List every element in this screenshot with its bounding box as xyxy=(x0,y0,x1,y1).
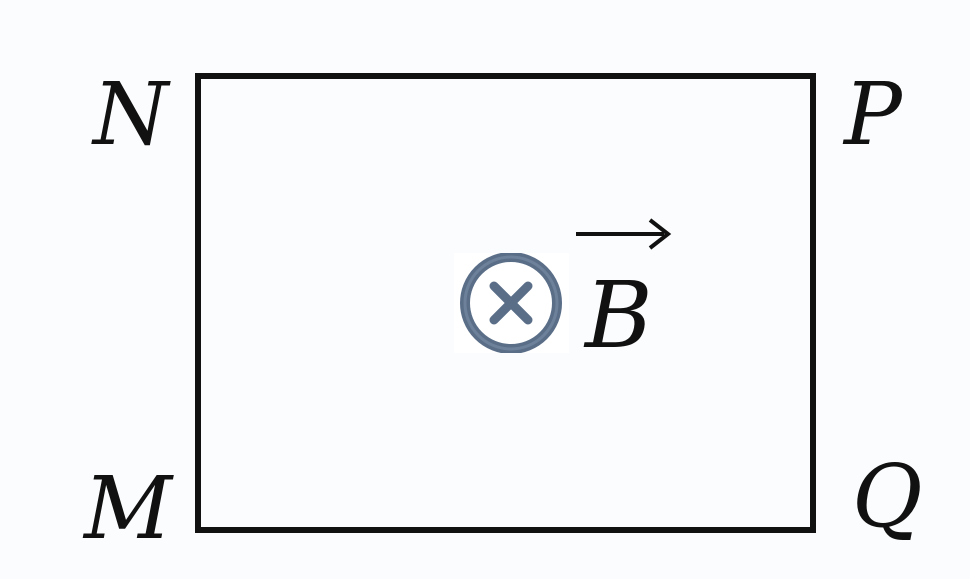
corner-label-n: N xyxy=(93,65,169,165)
field-symbol-b: B xyxy=(585,262,653,369)
vector-arrow-icon xyxy=(574,212,674,252)
into-page-cross-icon xyxy=(454,253,569,353)
corner-label-m: M xyxy=(84,459,173,559)
rectangular-loop xyxy=(195,73,816,533)
corner-label-q: Q xyxy=(852,447,923,547)
corner-label-p: P xyxy=(844,65,902,165)
